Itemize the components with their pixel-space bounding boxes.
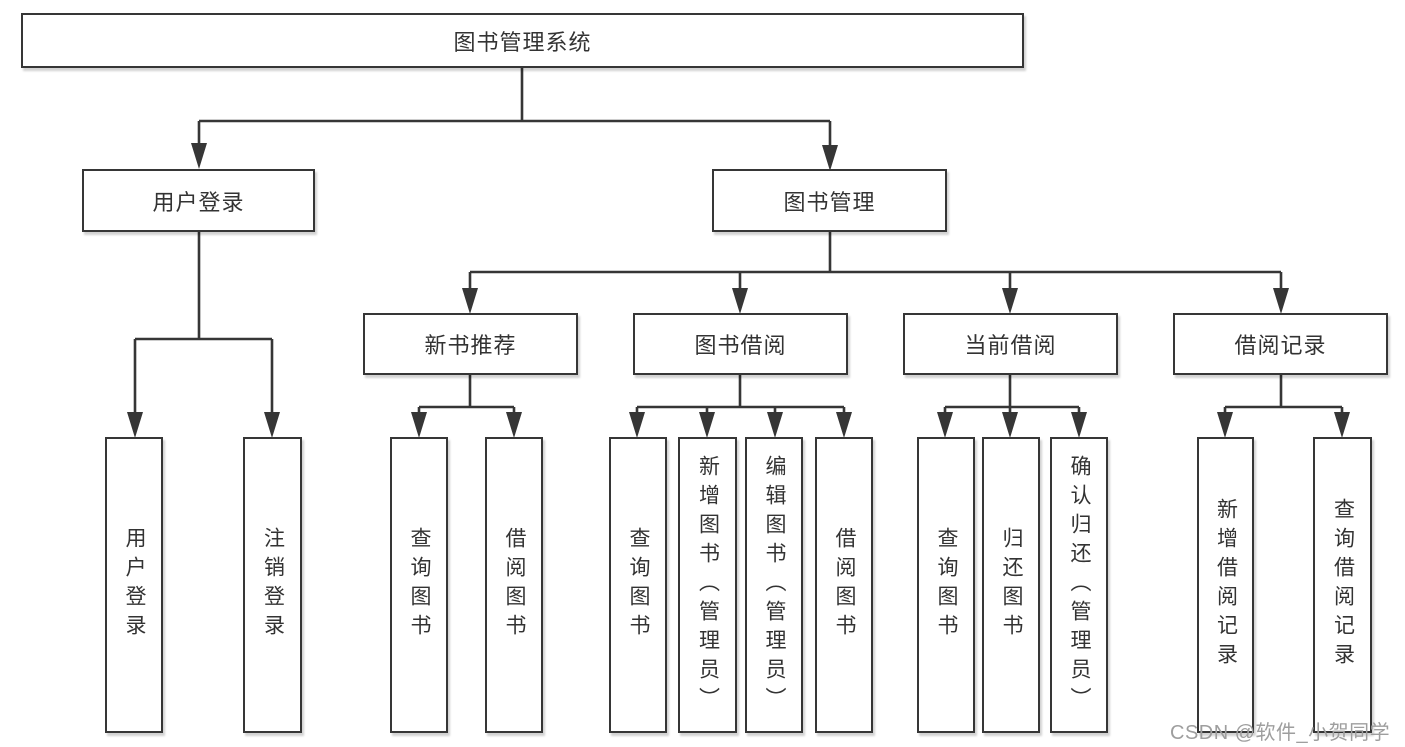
node-library-management-system: 图书管理系统 — [21, 13, 1024, 68]
leaf-borrow-add-books-admin: 新增图书（管理员） — [678, 437, 737, 733]
node-borrow-records: 借阅记录 — [1173, 313, 1388, 375]
node-user-login: 用户登录 — [82, 169, 315, 232]
node-current-borrow: 当前借阅 — [903, 313, 1118, 375]
leaf-records-query-borrow-record: 查询借阅记录 — [1313, 437, 1372, 733]
leaf-newbook-borrow-books: 借阅图书 — [485, 437, 543, 733]
node-book-borrow: 图书借阅 — [633, 313, 848, 375]
leaf-logout-login: 注销登录 — [243, 437, 302, 733]
leaf-records-add-borrow-record: 新增借阅记录 — [1197, 437, 1254, 733]
leaf-current-return-books: 归还图书 — [982, 437, 1040, 733]
leaf-borrow-borrow-books: 借阅图书 — [815, 437, 873, 733]
node-new-book-recommend: 新书推荐 — [363, 313, 578, 375]
leaf-borrow-edit-books-admin: 编辑图书（管理员） — [745, 437, 803, 733]
csdn-watermark: CSDN @软件_小贺同学 — [1170, 722, 1391, 744]
leaf-user-login: 用户登录 — [105, 437, 163, 733]
leaf-borrow-query-books: 查询图书 — [609, 437, 667, 733]
node-book-management: 图书管理 — [712, 169, 947, 232]
leaf-newbook-query-books: 查询图书 — [390, 437, 448, 733]
leaf-current-confirm-return-admin: 确认归还（管理员） — [1050, 437, 1108, 733]
leaf-current-query-books: 查询图书 — [917, 437, 975, 733]
